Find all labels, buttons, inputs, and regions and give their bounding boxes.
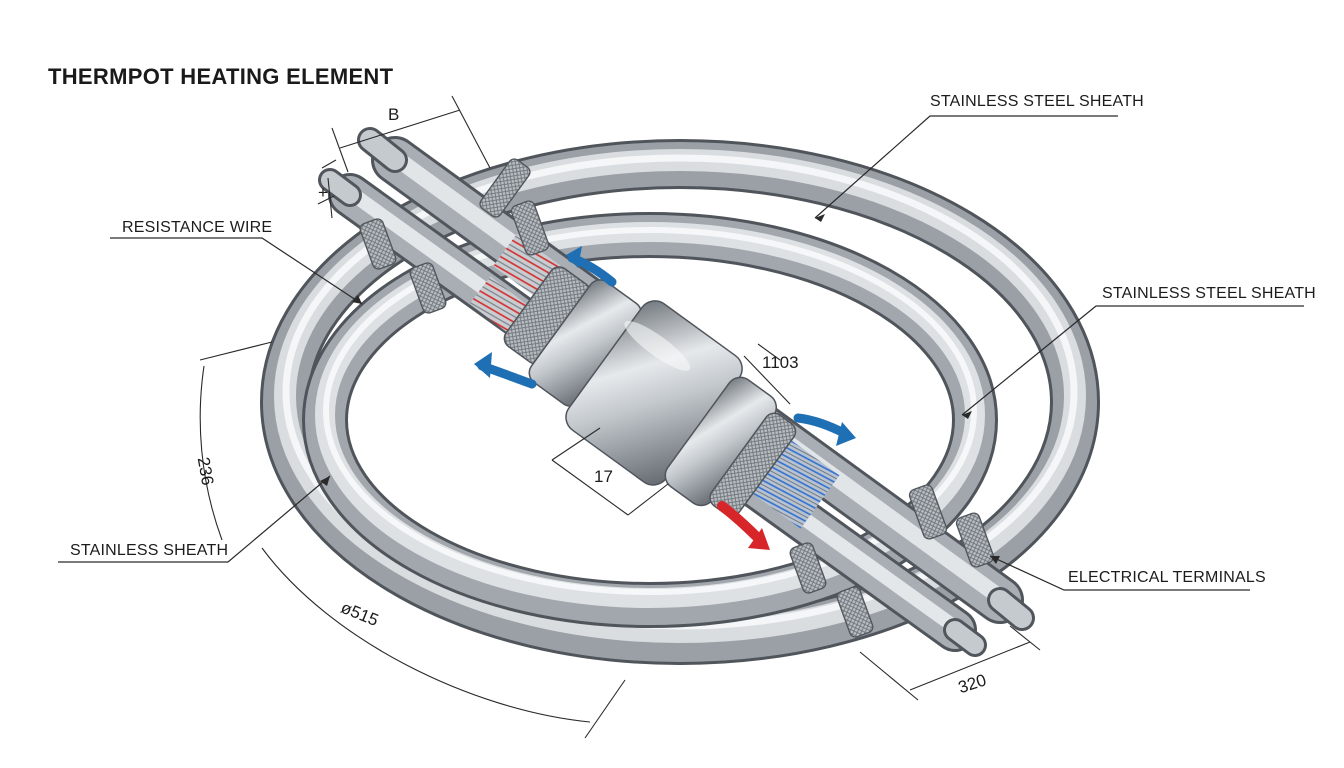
dim-label-b: B xyxy=(388,105,399,124)
callout-stainless-sheath: STAINLESS SHEATH xyxy=(70,542,228,559)
callout-left-bottom: STAINLESS SHEATH xyxy=(58,475,331,563)
flow-arrows xyxy=(474,246,856,550)
central-body xyxy=(503,266,797,517)
callout-left-top: RESISTANCE WIRE xyxy=(110,219,363,305)
dimension-17: 17 xyxy=(551,427,669,516)
dim-label-17: 17 xyxy=(594,467,613,486)
callout-mid-right: STAINLESS STEEL SHEATH xyxy=(961,285,1316,419)
dim-label-small: + xyxy=(318,183,328,202)
terminal-bottom-right xyxy=(943,587,1035,657)
dim-label-320: 320 xyxy=(956,670,989,697)
callout-resistance-wire: RESISTANCE WIRE xyxy=(122,219,272,236)
terminal-top-left xyxy=(318,127,408,207)
dim-label-dia515: ø515 xyxy=(338,598,381,630)
dimension-b: B xyxy=(331,95,491,173)
dimension-1103: 1103 xyxy=(743,343,799,405)
callout-electrical-terminals: ELECTRICAL TERMINALS xyxy=(1068,569,1266,586)
dim-label-236: 236 xyxy=(194,456,218,487)
dimension-236: 236 xyxy=(194,341,273,541)
callout-stainless-steel-sheath-top: STAINLESS STEEL SHEATH xyxy=(930,93,1144,110)
inner-coil xyxy=(302,212,998,628)
diagram-title: THERMPOT HEATING ELEMENT xyxy=(48,64,394,89)
flow-arrow-red xyxy=(717,501,763,543)
dimension-small: + xyxy=(317,159,337,219)
callout-bottom-right: ELECTRICAL TERMINALS xyxy=(989,555,1266,591)
callout-stainless-steel-sheath-mid: STAINLESS STEEL SHEATH xyxy=(1102,285,1316,302)
dim-label-1103: 1103 xyxy=(762,353,799,372)
callout-top-right: STAINLESS STEEL SHEATH xyxy=(814,93,1144,222)
knurled-collars xyxy=(359,158,995,638)
